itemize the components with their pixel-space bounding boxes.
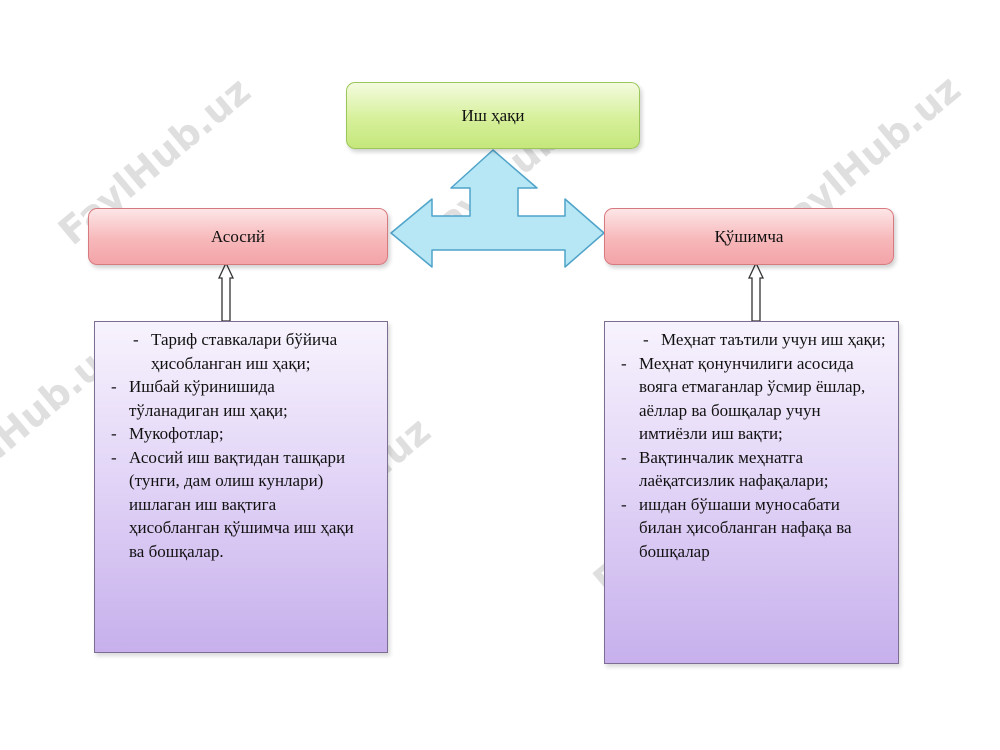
list-item: -Мукофотлар; [111, 424, 224, 443]
list-item: -Вақтинчалик меҳнатга лаёқатсизлик нафақ… [621, 447, 829, 491]
three-way-arrow [390, 149, 605, 268]
list-item: -Ишбай кўринишида тўланадиган иш ҳақи; [111, 377, 288, 420]
basic-node-label: Асосий [210, 226, 266, 246]
list-item: -Меҳнат таътили учун иш ҳақи; [643, 330, 886, 349]
additional-list-box: -Меҳнат таътили учун иш ҳақи; -Меҳнат қо… [604, 321, 899, 664]
additional-node-label: Қўшимча [714, 226, 784, 246]
up-arrow-left [217, 261, 235, 322]
list-item: -Тариф ставкалари бўйича ҳисобланган иш … [133, 330, 338, 373]
basic-list-box: -Тариф ставкалари бўйича ҳисобланган иш … [94, 321, 388, 653]
list-item: -ишдан бўшаши муносабати билан ҳисобланг… [621, 494, 852, 561]
root-node: Иш ҳақи [346, 82, 640, 149]
root-node-label: Иш ҳақи [461, 105, 525, 125]
basic-node: Асосий [88, 208, 388, 265]
list-item: -Меҳнат қонунчилиги асосида вояга етмага… [621, 353, 866, 444]
up-arrow-right [747, 261, 765, 322]
additional-list: -Меҳнат таътили учун иш ҳақи; -Меҳнат қо… [611, 328, 886, 563]
basic-list: -Тариф ставкалари бўйича ҳисобланган иш … [101, 328, 365, 563]
additional-node: Қўшимча [604, 208, 894, 265]
list-item: -Асосий иш вақтидан ташқари (тунги, дам … [111, 447, 354, 561]
